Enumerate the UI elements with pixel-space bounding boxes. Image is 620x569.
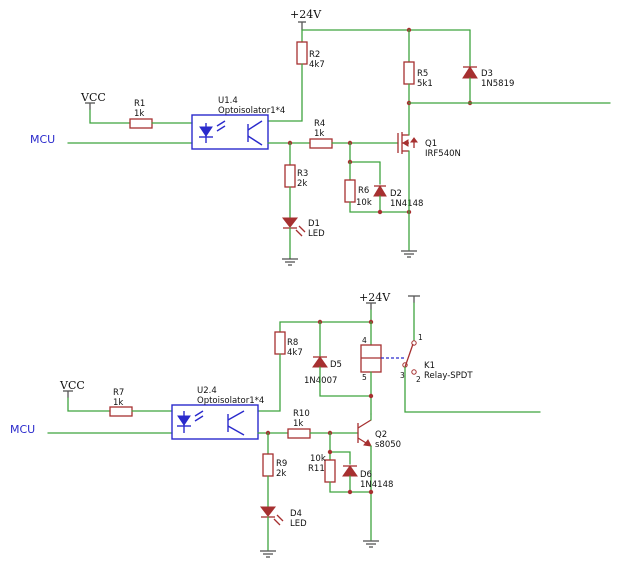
supply-label: +24V <box>290 8 322 21</box>
svg-text:1N4148: 1N4148 <box>390 199 423 209</box>
svg-text:5k1: 5k1 <box>417 79 433 89</box>
ground-symbol <box>401 250 417 258</box>
ground-symbol <box>260 550 276 558</box>
optoisolator-u1: U1.4 Optoisolator1*4 <box>191 96 285 150</box>
resistor-r10: R10 1k <box>287 409 311 439</box>
svg-text:1N4007: 1N4007 <box>304 376 337 386</box>
svg-text:D2: D2 <box>390 189 402 199</box>
supply-24v-bottom: +24V <box>359 291 391 310</box>
svg-text:R6: R6 <box>358 186 369 196</box>
svg-text:1N5819: 1N5819 <box>481 79 514 89</box>
svg-text:1N4148: 1N4148 <box>360 480 393 490</box>
mcu-label-top: MCU <box>30 133 55 146</box>
svg-text:2k: 2k <box>276 469 286 479</box>
svg-text:LED: LED <box>290 519 307 529</box>
svg-text:1k: 1k <box>314 129 324 139</box>
optoisolator-u2: U2.4 Optoisolator1*4 <box>171 386 264 440</box>
supply-24v-top: +24V <box>290 8 322 30</box>
resistor-r1: R1 1k <box>129 99 153 129</box>
svg-text:5: 5 <box>362 373 367 382</box>
svg-text:D5: D5 <box>330 360 342 370</box>
svg-text:R9: R9 <box>276 459 287 469</box>
resistor-r7: R7 1k <box>109 388 133 417</box>
svg-text:3: 3 <box>400 371 405 380</box>
diode-d2: D2 1N4148 <box>373 185 423 209</box>
svg-text:10k: 10k <box>310 454 326 464</box>
svg-text:1k: 1k <box>293 419 303 429</box>
svg-text:R7: R7 <box>113 388 124 398</box>
resistor-r9: R9 2k <box>262 453 287 479</box>
vcc-top: VCC <box>80 91 106 110</box>
ground-symbol <box>363 540 379 548</box>
resistor-r6: R6 10k <box>344 179 372 208</box>
ground-symbol <box>282 258 298 266</box>
diode-d3: D3 1N5819 <box>462 66 514 89</box>
top-circuit: +24V R2 4k7 VCC R1 1k MCU <box>30 8 611 266</box>
relay-switch-k1: 1 3 2 K1 Relay-SPDT <box>381 295 473 384</box>
svg-text:D6: D6 <box>360 470 372 480</box>
svg-text:4k7: 4k7 <box>287 348 303 358</box>
svg-text:R2: R2 <box>309 50 320 60</box>
svg-text:D1: D1 <box>308 219 320 229</box>
transistor-q2: Q2 s8050 <box>357 419 401 450</box>
svg-text:R8: R8 <box>287 338 298 348</box>
svg-text:1k: 1k <box>113 398 123 408</box>
svg-text:1: 1 <box>418 333 423 342</box>
resistor-r4: R4 1k <box>309 119 333 149</box>
svg-text:s8050: s8050 <box>375 440 401 450</box>
svg-text:IRF540N: IRF540N <box>425 149 461 159</box>
svg-text:1k: 1k <box>134 109 144 119</box>
svg-text:Q1: Q1 <box>425 139 437 149</box>
svg-text:2: 2 <box>416 375 421 384</box>
svg-text:10k: 10k <box>356 198 372 208</box>
svg-text:D4: D4 <box>290 509 302 519</box>
svg-text:LED: LED <box>308 229 325 239</box>
svg-text:Optoisolator1*4: Optoisolator1*4 <box>197 396 264 406</box>
relay-output-wire <box>404 366 541 413</box>
resistor-r8: R8 4k7 <box>274 331 303 358</box>
svg-text:VCC: VCC <box>80 91 106 104</box>
svg-text:D3: D3 <box>481 69 493 79</box>
resistor-r11: 10k R11 <box>308 454 336 483</box>
svg-text:VCC: VCC <box>59 379 85 392</box>
svg-text:K1: K1 <box>424 361 435 371</box>
svg-text:R1: R1 <box>134 99 145 109</box>
svg-text:R11: R11 <box>308 464 325 474</box>
resistor-r2: R2 4k7 <box>296 41 325 70</box>
led-d1: D1 LED <box>281 217 325 239</box>
vcc-bottom: VCC <box>59 379 85 398</box>
svg-text:Optoisolator1*4: Optoisolator1*4 <box>218 106 285 116</box>
svg-text:R5: R5 <box>417 69 428 79</box>
svg-text:+24V: +24V <box>359 291 391 304</box>
mosfet-q1: Q1 IRF540N <box>397 132 461 159</box>
led-d4: D4 LED <box>259 506 307 529</box>
resistor-r3: R3 2k <box>284 164 308 189</box>
mcu-label-bottom: MCU <box>10 423 35 436</box>
svg-text:U2.4: U2.4 <box>197 386 217 396</box>
diode-d5: D5 1N4007 <box>304 356 342 386</box>
svg-text:4k7: 4k7 <box>309 60 325 70</box>
svg-text:2k: 2k <box>297 179 307 189</box>
bottom-circuit: +24V R8 4k7 D5 1N4007 4 5 <box>10 291 541 558</box>
svg-text:R10: R10 <box>293 409 310 419</box>
svg-text:4: 4 <box>362 336 367 345</box>
svg-text:R3: R3 <box>297 169 308 179</box>
svg-text:Q2: Q2 <box>375 430 387 440</box>
svg-text:U1.4: U1.4 <box>218 96 238 106</box>
resistor-r5: R5 5k1 <box>403 61 433 89</box>
svg-text:R4: R4 <box>314 119 325 129</box>
svg-text:Relay-SPDT: Relay-SPDT <box>424 371 473 381</box>
r2-to-opto-wire <box>267 63 303 122</box>
